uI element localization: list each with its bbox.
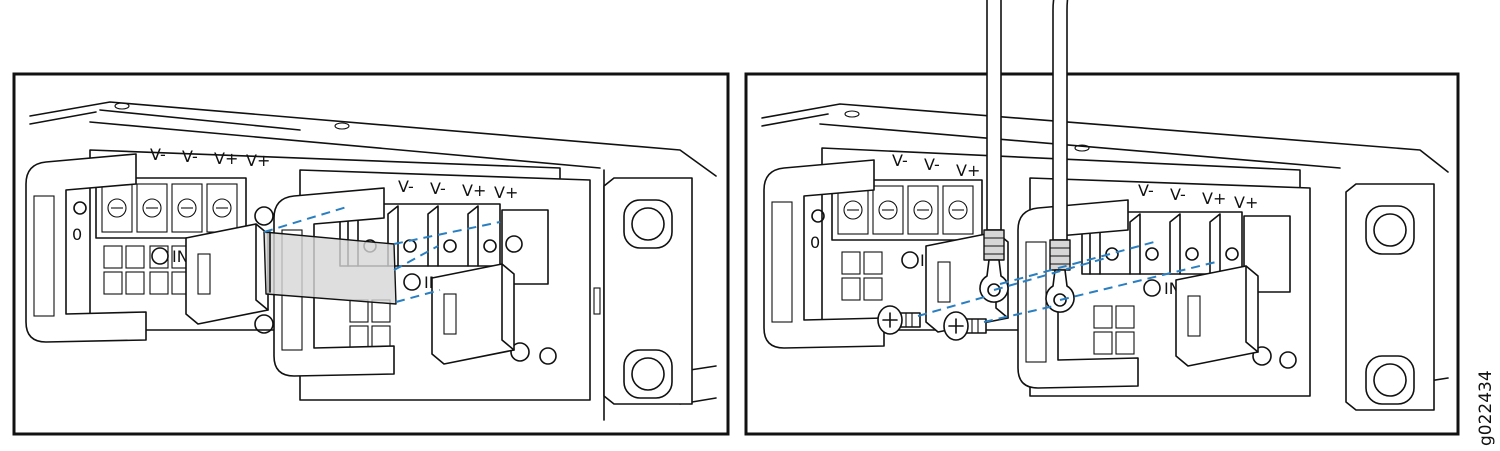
terminal-label: V+ [1234, 193, 1258, 212]
front-terminal-labels-2: V- V- V+ V+ [1138, 181, 1258, 212]
panel-cover-install: V- V- V+ V+ 0 IN V- V- V+ V+ [12, 72, 730, 436]
terminal-screw-icon [1252, 346, 1272, 366]
terminal-screw-icon [510, 342, 530, 362]
ground-symbol-icon [1279, 351, 1297, 369]
terminal-label: V+ [214, 149, 238, 168]
terminal-screw-icon [505, 235, 523, 253]
in-label: IN [172, 247, 189, 266]
zero-label: 0 [810, 233, 820, 252]
front-cover-2 [1175, 265, 1259, 367]
ground-symbol-icon [811, 209, 825, 223]
installed-cover-1 [185, 223, 269, 325]
terminal-label: V- [150, 145, 166, 164]
terminal-label: V+ [1202, 189, 1226, 208]
terminal-screw-icon [254, 314, 274, 334]
mounting-ear-2 [1345, 183, 1435, 411]
in-led-icon [901, 251, 919, 269]
terminal-label: V- [1170, 185, 1186, 204]
alignment-guides-2 [917, 241, 1217, 323]
terminal-label: V+ [956, 161, 980, 180]
front-cover-1 [431, 263, 515, 365]
terminal-label: V- [398, 177, 414, 196]
terminal-label: V+ [246, 151, 270, 170]
transparent-cover-1 [263, 231, 397, 305]
zero-label: 0 [72, 225, 82, 244]
terminal-label: V- [430, 179, 446, 198]
terminal-label: V+ [494, 183, 518, 202]
panel-cable-install: V- V- V+ 0 IN V- V- V+ V+ [744, 0, 1460, 436]
terminal-label: V- [924, 155, 940, 174]
in-led-icon [403, 273, 421, 291]
in-led-icon [1143, 279, 1161, 297]
rear-terminal-labels-2: V- V- V+ [892, 151, 980, 180]
figure-id: g022434 [1476, 370, 1496, 446]
ground-symbol-icon [73, 201, 87, 215]
rear-terminal-block-1 [95, 177, 247, 239]
terminal-label: V- [182, 147, 198, 166]
terminal-label: V+ [462, 181, 486, 200]
in-led-icon [151, 247, 169, 265]
terminal-label: V- [1138, 181, 1154, 200]
front-terminal-labels-1: V- V- V+ V+ [398, 177, 518, 202]
rear-terminal-labels-1: V- V- V+ V+ [150, 145, 270, 170]
terminal-screw-icon [254, 206, 274, 226]
ground-symbol-icon [539, 347, 557, 365]
terminal-label: V- [892, 151, 908, 170]
mounting-ear-1 [603, 177, 693, 405]
alignment-guides-1 [263, 205, 501, 303]
side-latch [593, 287, 601, 315]
